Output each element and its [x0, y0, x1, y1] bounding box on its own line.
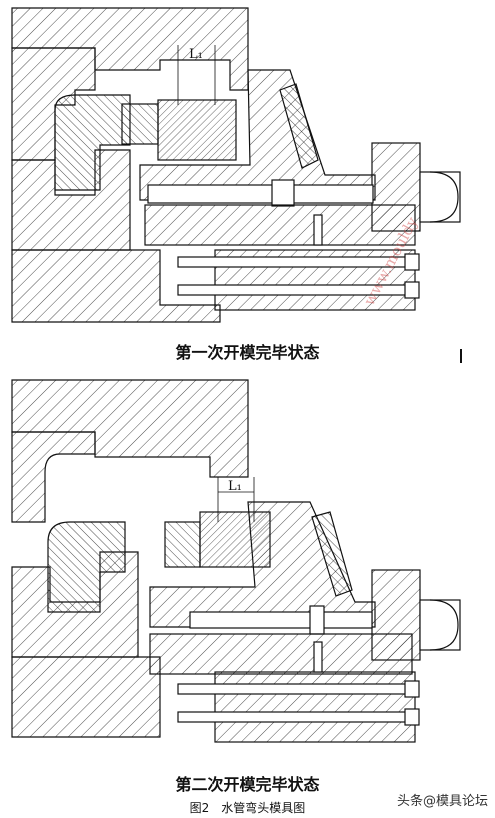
- pipe-elbow-2: [47, 521, 126, 613]
- pull-rod-1: [147, 184, 374, 204]
- slider-insert: [121, 103, 159, 145]
- fixed-plate-top-2: [11, 379, 249, 478]
- return-plate-2: [214, 671, 416, 743]
- cylinder-rod: [419, 171, 461, 223]
- guide-pin-angled: [279, 83, 319, 169]
- lock-pin: [313, 214, 323, 246]
- caption-stage-1: 第一次开模完毕状态: [175, 343, 320, 362]
- ejector-plate-2: [149, 633, 413, 675]
- pull-rod-2: [189, 611, 373, 629]
- mold-drawing-stage-2: L₁: [11, 379, 461, 743]
- ejector-plate: [144, 204, 416, 246]
- cavity-block-left-2: [11, 431, 96, 523]
- slider-block: [157, 99, 237, 161]
- mold-drawing-stage-1: L₁: [11, 7, 461, 323]
- pipe-elbow: [54, 94, 131, 191]
- dimension-L1-stage-2: L₁: [228, 479, 242, 494]
- bolt-4: [177, 711, 419, 723]
- text-cursor-mark: [460, 349, 462, 363]
- caption-stage-2: 第二次开模完毕状态: [175, 775, 320, 794]
- figure-caption: 图2 水管弯头模具图: [189, 801, 306, 815]
- guide-pin-angled-2: [311, 511, 353, 597]
- bolt-3: [177, 683, 419, 695]
- source-watermark: 头条@模具论坛: [397, 794, 489, 809]
- dimension-L1-stage-1: L₁: [189, 47, 203, 62]
- slider-insert-2: [164, 521, 201, 568]
- lock-pin-2: [313, 641, 323, 673]
- bottom-plate-2: [11, 656, 161, 738]
